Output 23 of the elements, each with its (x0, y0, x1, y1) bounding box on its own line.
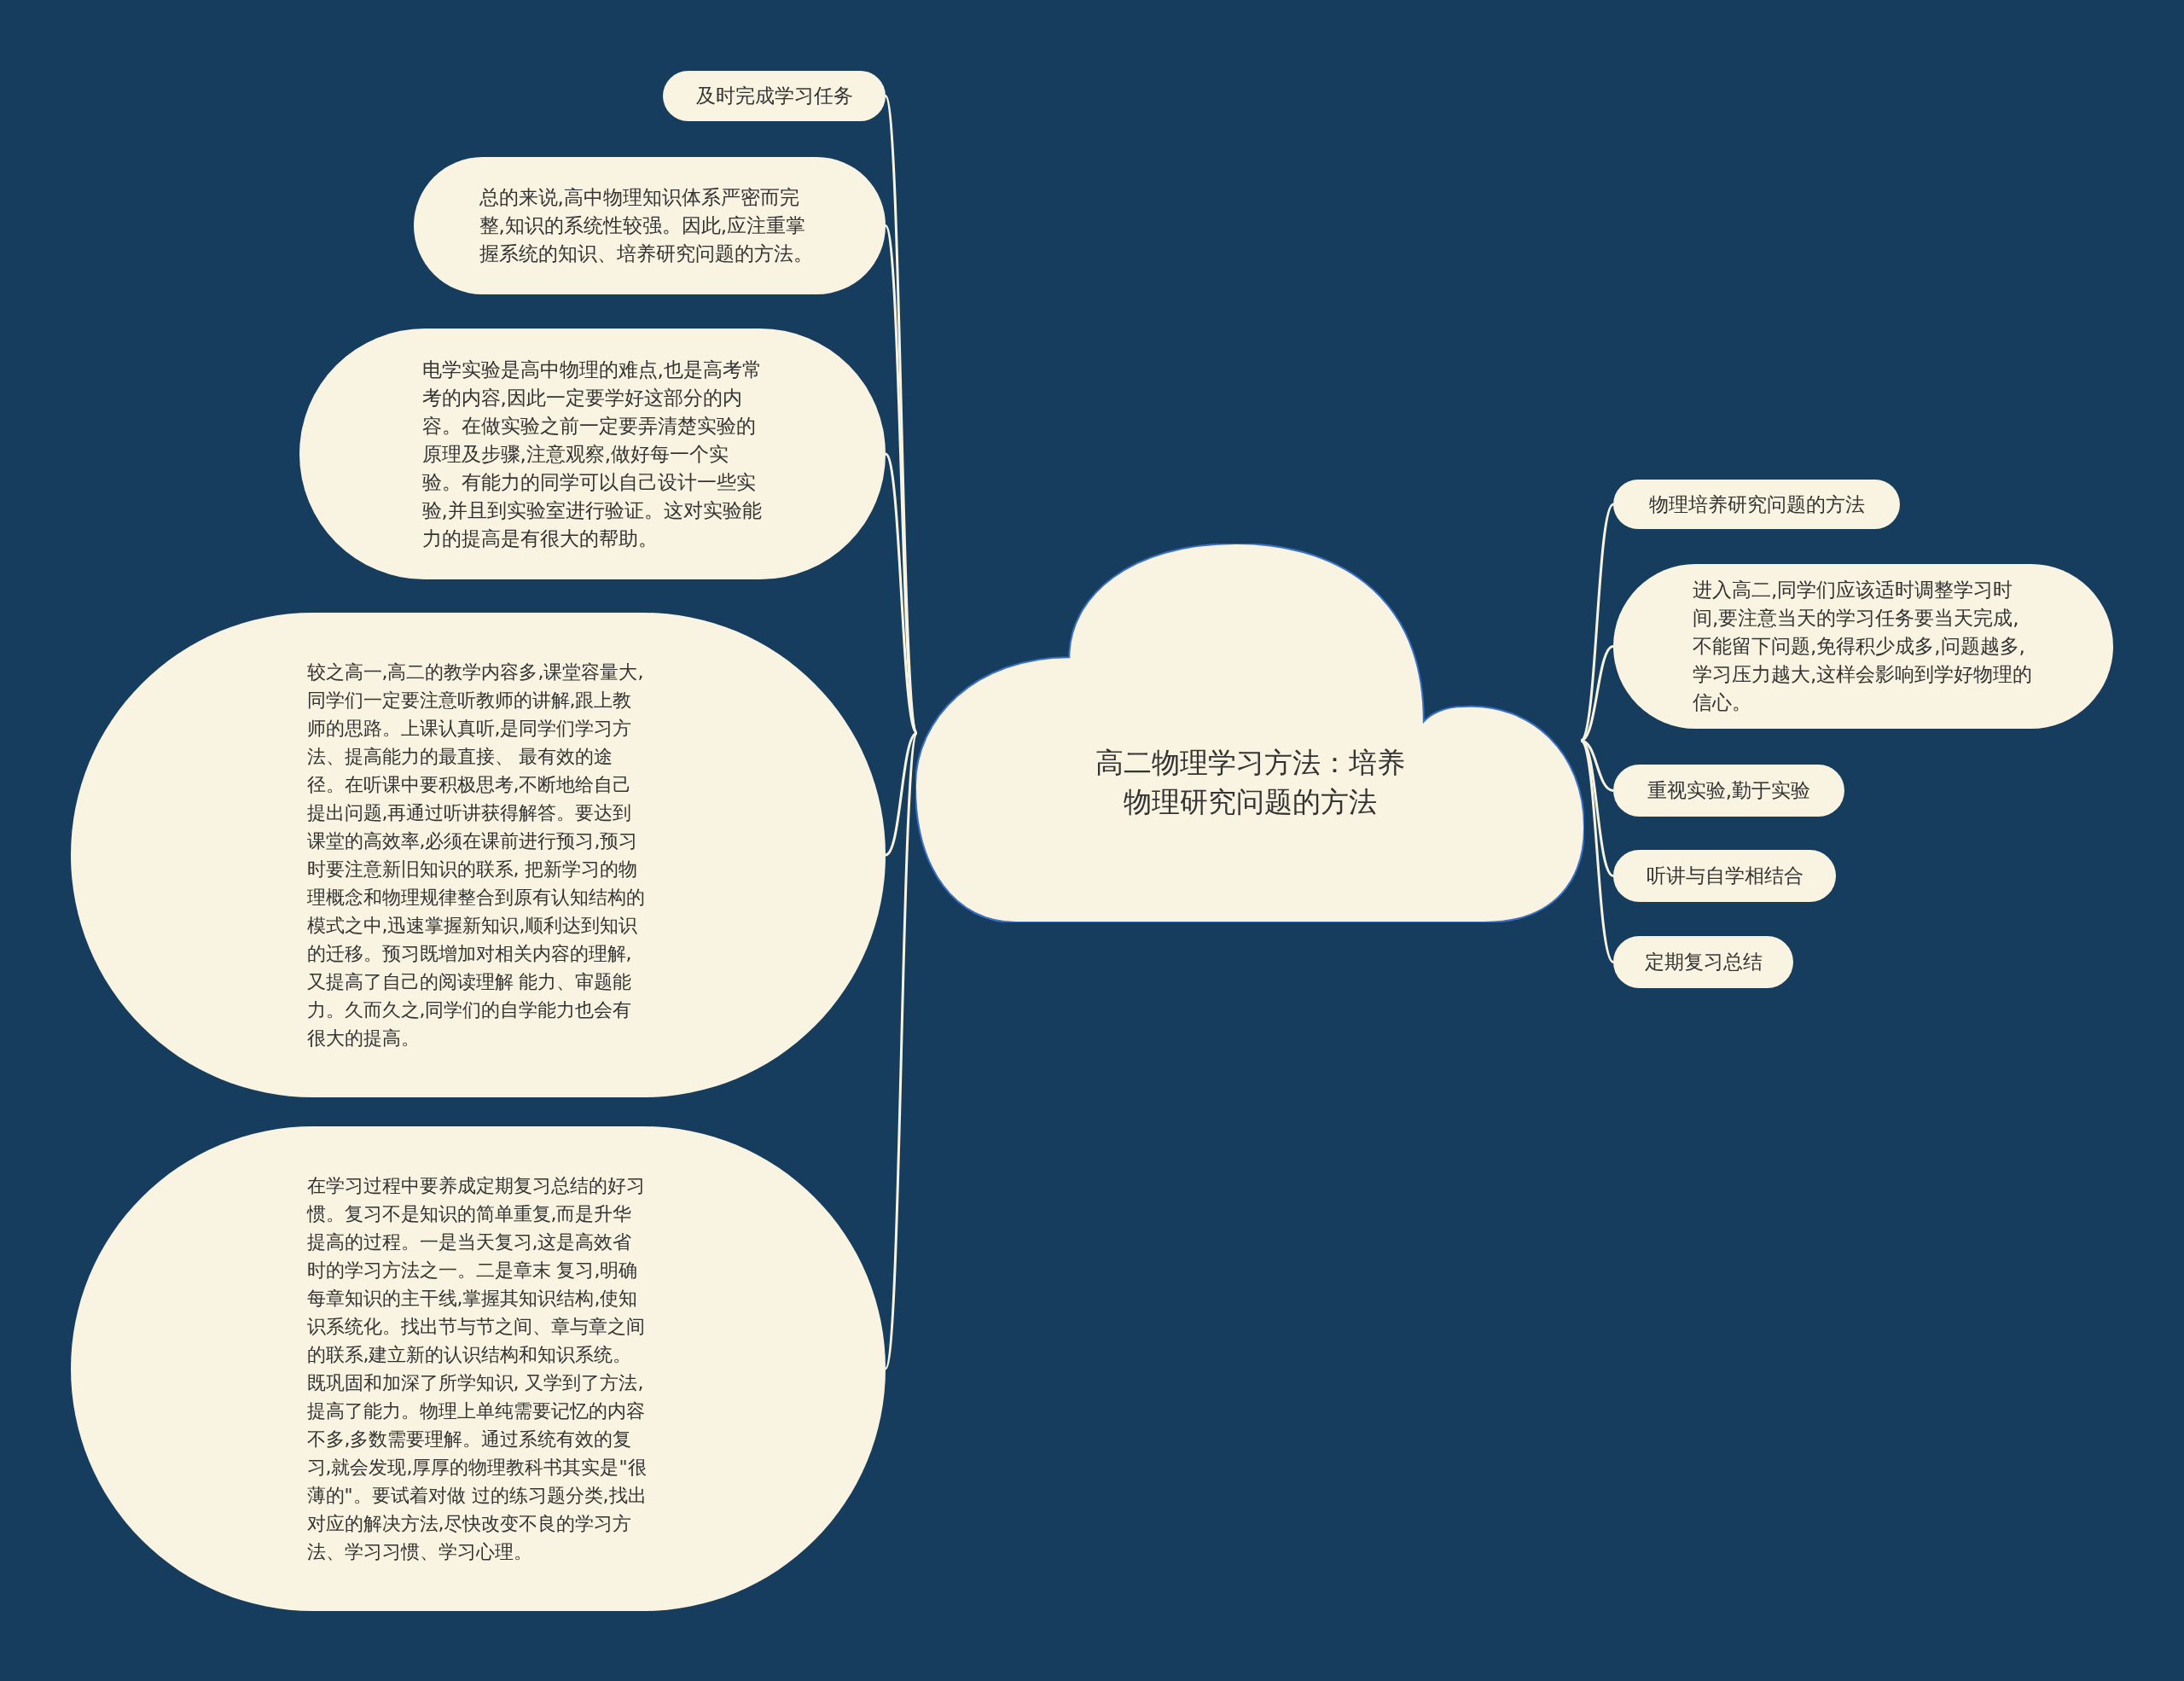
cloud-shape (915, 544, 1584, 922)
connector-line (1580, 739, 1614, 877)
topic-text: 进入高二,同学们应该适时调整学习时间,要注意当天的学习任务要当天完成,不能留下问题,免得积少成多,问题越多,学习压力越大,这样会影响到学好物理的信心。 (1693, 578, 2034, 715)
topic-text: 听讲与自学相结合 (1646, 864, 1804, 888)
connector-line (1580, 645, 1614, 742)
topic-node (663, 71, 886, 121)
topic-node (1613, 480, 1900, 529)
connector-line (1579, 739, 1615, 963)
topic-text: 及时完成学习任务 (695, 84, 853, 108)
topic-text: 重视实验,勤于实验 (1647, 778, 1811, 803)
topic-text: 在学习过程中要养成定期复习总结的好习惯。复习不是知识的简单重复,而是升华提高的过程。一是当天复习,这是高效省时的学习方法之一。二是章末 复习,明确每章知识的主干线,掌握其知识结构,使知识系统化。找出节与节之间、章与章之间的联系,建立新的认识结构和知识系统。既巩固和加深了所学知识, 又学到了方法,提高了能力。物理上单纯需要记忆的内容不多,多数需要理解。通过系统有效的复习,就会发现,厚厚的物理教科书其实是"很薄的"。要试着对做 过的练习题分类,找出对应的解决方法,尽快改变不良的学习方法、学习习惯、学习心理。 (306, 1174, 648, 1564)
topic-node (1613, 765, 1844, 817)
topic-text: 电学实验是高中物理的难点,也是高考常考的内容,因此一定要学好这部分的内容。在做实验之前一定要弄清楚实验的原理及步骤,注意观察,做好每一个实验。有能力的同学可以自己设计一些实验,并且到实验室进行验证。这对实验能力的提高是有很大的帮助。 (421, 357, 763, 551)
connector-line (884, 732, 919, 1370)
topic-text: 定期复习总结 (1644, 950, 1763, 974)
topic-text: 物理培养研究问题的方法 (1648, 492, 1865, 517)
topic-text: 较之高一,高二的教学内容多,课堂容量大,同学们一定要注意听教师的讲解,跟上教师的思路。上课认真听,是同学们学习方法、提高能力的最直接、 最有效的途径。在听课中要积极思考,不断地给自己提出问题,再通过听讲获得解答。要达到课堂的高效率,必须在课前进行预习,预习时要注意新旧知识的联系, 把新学习的物理概念和物理规律整合到原有认知结构的模式之中,迅速掌握新知识,顺利达到知识的迁移。预习既增加对相关内容的理解,又提高了自己的阅读理解 能力、审题能力。久而久之,同学们的自学能力也会有很大的提高。 (306, 660, 646, 1050)
central-topic-text: 高二物理学习方法：培养物理研究问题的方法 (1094, 744, 1406, 820)
connector-line (1579, 503, 1615, 742)
topic-node (1613, 850, 1836, 902)
topic-node (1613, 936, 1793, 988)
connector-line (885, 731, 918, 857)
topic-text: 总的来说,高中物理知识体系严密而完整,知识的系统性较强。因此,应注重掌握系统的知识、培养研究问题的方法。 (479, 185, 814, 266)
